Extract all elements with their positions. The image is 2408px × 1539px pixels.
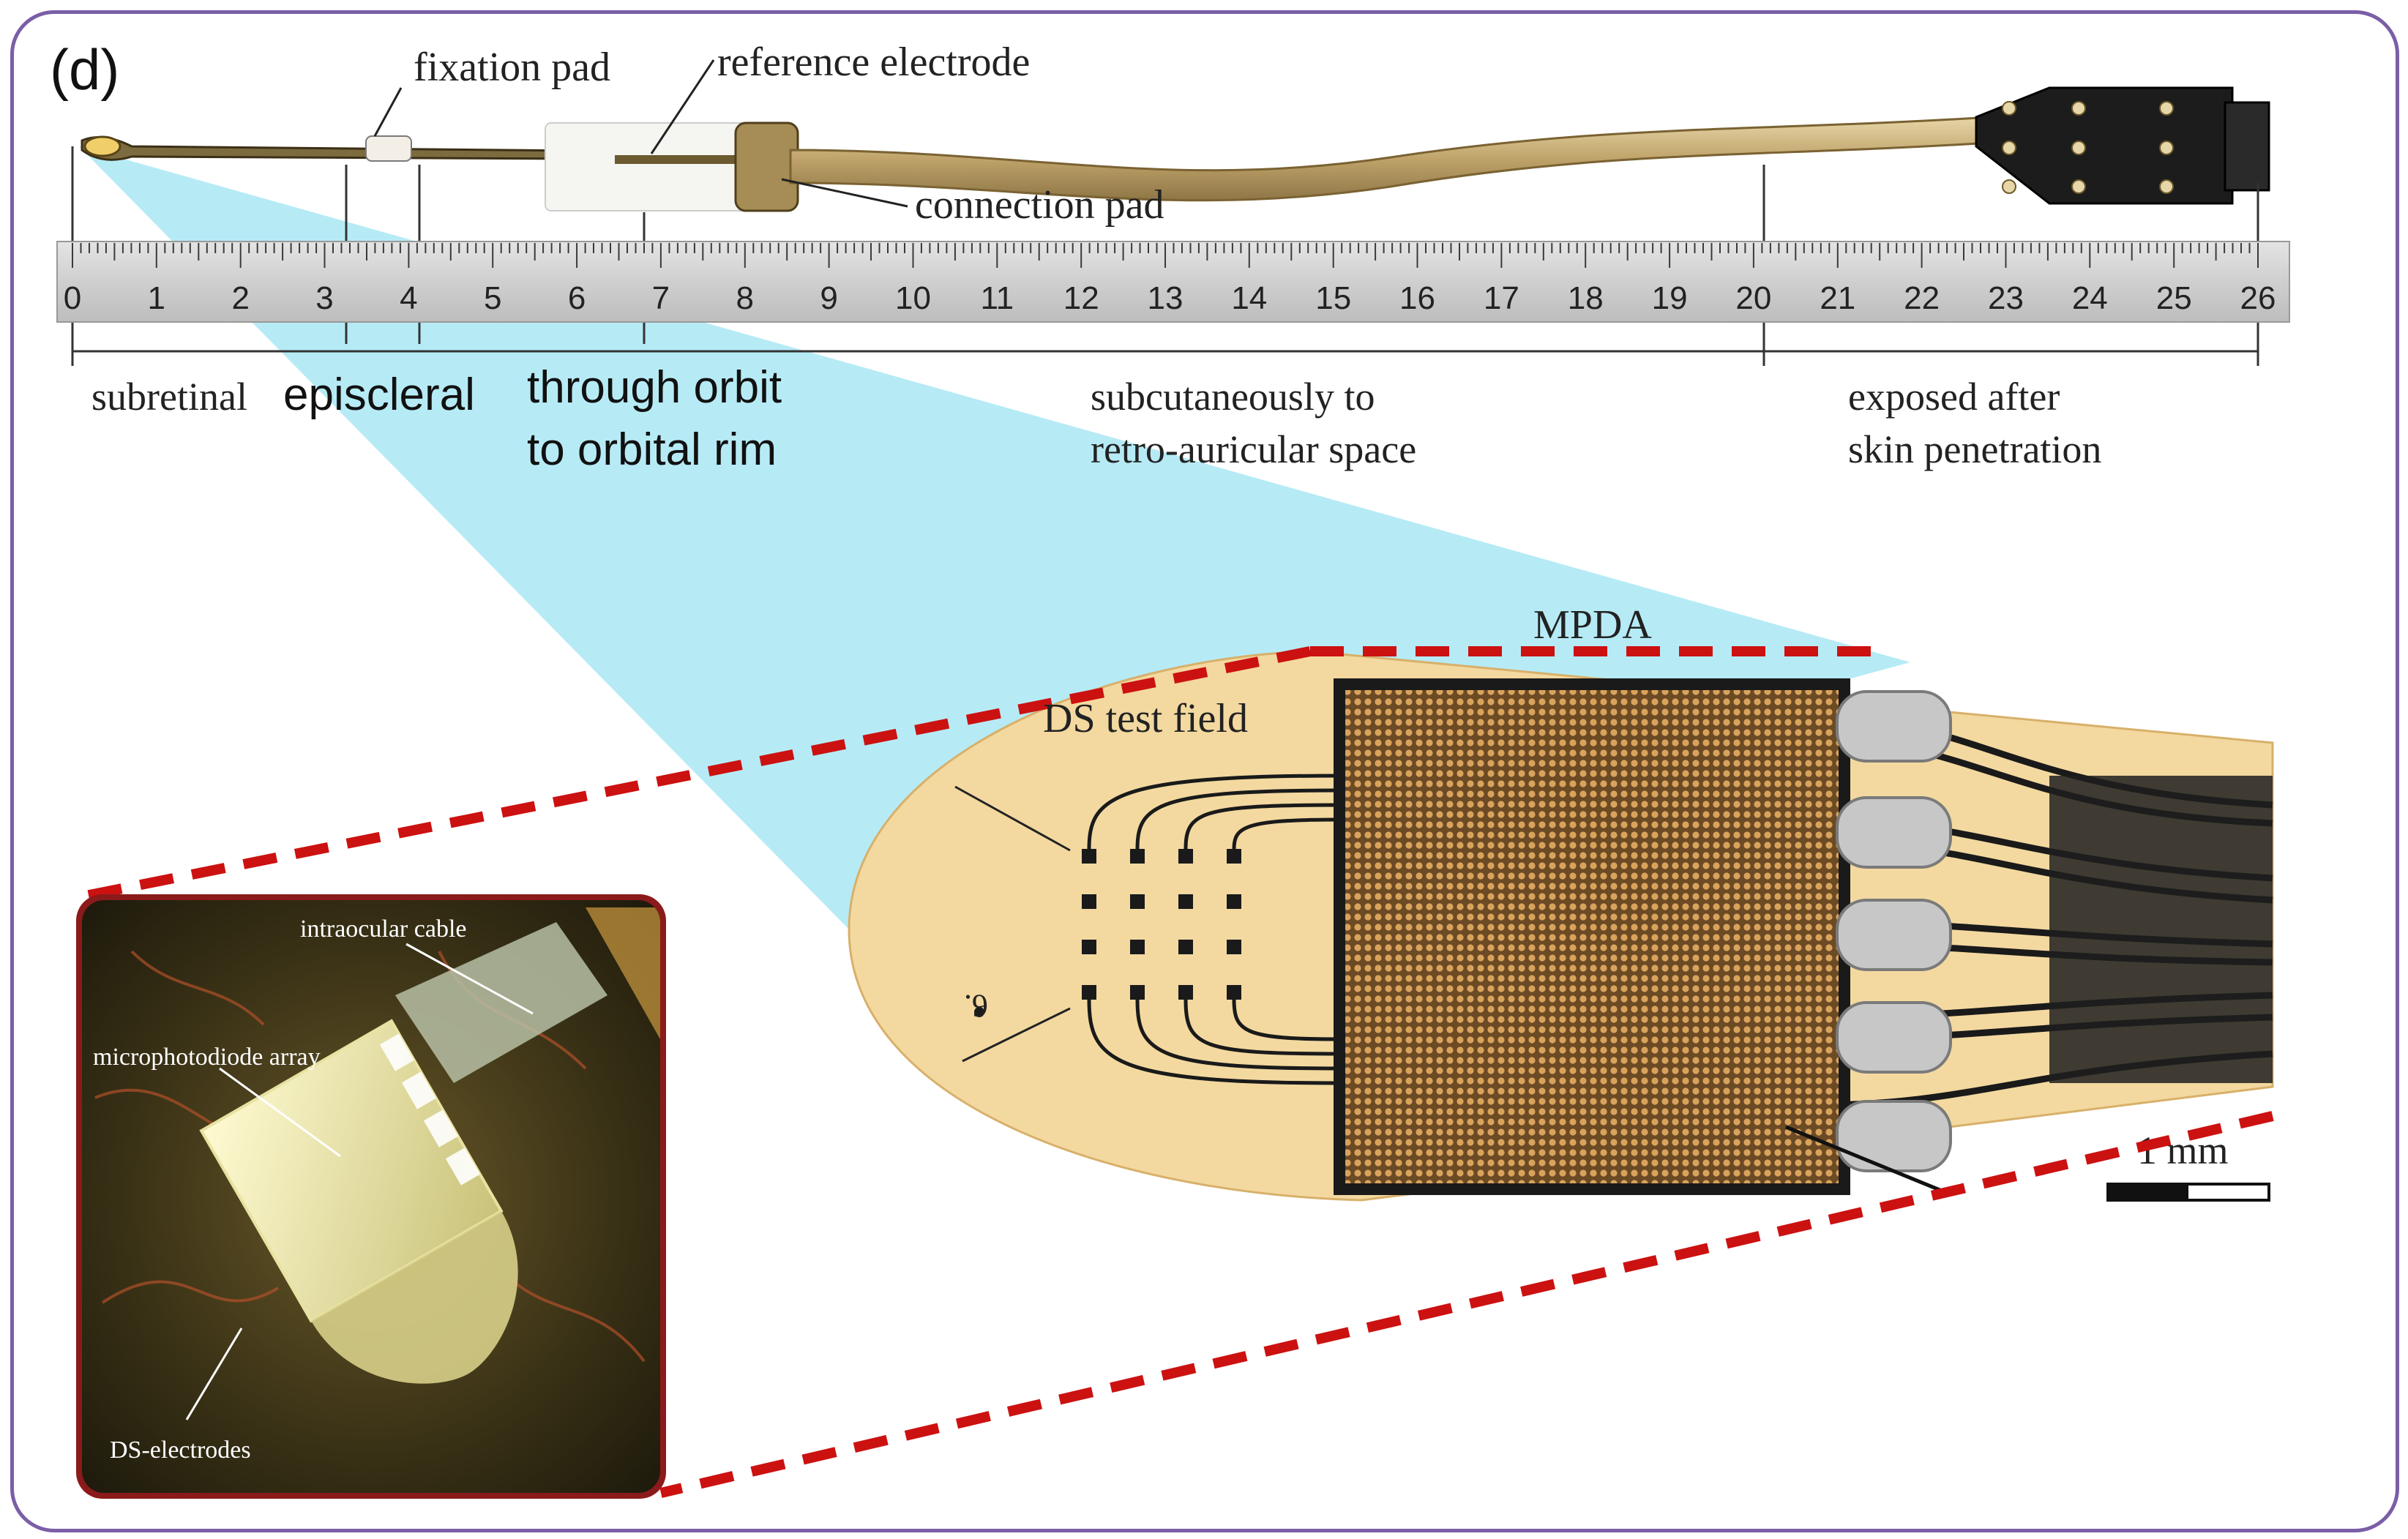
- mpda-label: MPDA: [1533, 602, 1652, 648]
- ruler-tick-label: 11: [980, 280, 1014, 316]
- ruler-tick-label: 8: [736, 280, 754, 316]
- implant-device: [81, 86, 2270, 212]
- ruler-tick-label: 6: [568, 280, 586, 316]
- ruler-tick-label: 26: [2240, 280, 2276, 316]
- inset-ds-electrodes: [311, 1210, 518, 1384]
- ruler-tick-label: 16: [1399, 280, 1435, 316]
- ruler-tick-label: 2: [231, 280, 249, 316]
- ruler-tick-label: 12: [1063, 280, 1099, 316]
- chip-mark: 6.: [964, 988, 988, 1024]
- ruler-tick-label: 18: [1568, 280, 1604, 316]
- panel-label: (d): [50, 37, 119, 102]
- segment-subcut-line1: subcutaneously to: [1091, 375, 1375, 419]
- chip-magnified: 6.: [848, 650, 2274, 1202]
- ruler-tick-label: 23: [1988, 280, 2024, 316]
- bond-pads: [1836, 690, 1952, 1172]
- scale-bar-label: 1 mm: [2137, 1128, 2229, 1172]
- photodiode-array: [1334, 678, 1850, 1195]
- reference-electrode-label: reference electrode: [717, 40, 1030, 85]
- scale-bar: 1 mm: [2106, 1128, 2270, 1202]
- inset-ds-electrodes-label: DS-electrodes: [110, 1437, 251, 1464]
- ruler-tick-label: 3: [315, 280, 333, 316]
- ruler-tick-label: 4: [400, 280, 417, 316]
- connection-pad-shape: [734, 121, 799, 212]
- ruler-tick-label: 20: [1735, 280, 1771, 316]
- segment-subretinal: subretinal: [91, 375, 247, 419]
- fixation-pad-shape: [365, 135, 412, 162]
- inset-microphotodiode-array-label: microphotodiode array: [93, 1044, 321, 1071]
- connection-pad-label: connection pad: [915, 182, 1164, 228]
- ruler-tick-label: 22: [1904, 280, 1940, 316]
- ruler-tick-label: 9: [820, 280, 837, 316]
- ruler-tick-label: 10: [895, 280, 931, 316]
- segment-orbit-line2: to orbital rim: [527, 424, 777, 475]
- ruler-tick-label: 24: [2072, 280, 2108, 316]
- ruler-tick-label: 13: [1148, 280, 1184, 316]
- ruler-tick-label: 5: [484, 280, 501, 316]
- ruler-tick-label: 17: [1484, 280, 1519, 316]
- segment-exposed-line1: exposed after: [1848, 375, 2060, 419]
- ds-test-field-label: DS test field: [1043, 696, 1248, 741]
- reference-electrode-shape: [545, 122, 758, 211]
- inset-intraocular-cable: [395, 922, 607, 1083]
- connector-plug: [1975, 86, 2234, 205]
- ruler-tick-label: 15: [1315, 280, 1351, 316]
- ruler-tick-label: 19: [1652, 280, 1688, 316]
- ruler-tick-label: 1: [148, 280, 165, 316]
- fixation-pad-label: fixation pad: [414, 45, 610, 90]
- inset-intraocular-cable-label: intraocular cable: [300, 915, 466, 943]
- ruler-tick-label: 14: [1231, 280, 1267, 316]
- ruler-tick-label: 21: [1820, 280, 1855, 316]
- fundus-inset: intraocular cable microphotodiode array …: [76, 894, 666, 1499]
- ds-field-traces: [1087, 774, 1340, 1085]
- magnification-outline: [81, 646, 2274, 1498]
- ruler-tick-label: 7: [652, 280, 670, 316]
- ruler-tick-label: 0: [64, 280, 81, 316]
- ruler-tick-label: 25: [2156, 280, 2192, 316]
- segment-exposed-line2: skin penetration: [1848, 427, 2101, 471]
- segment-orbit-line1: through orbit: [527, 362, 782, 413]
- ds-test-field-electrodes: [1082, 849, 1241, 1000]
- callout-leaders: [373, 59, 908, 208]
- segment-subcut-line2: retro-auricular space: [1091, 427, 1416, 471]
- segment-episcleral: episcleral: [283, 370, 475, 420]
